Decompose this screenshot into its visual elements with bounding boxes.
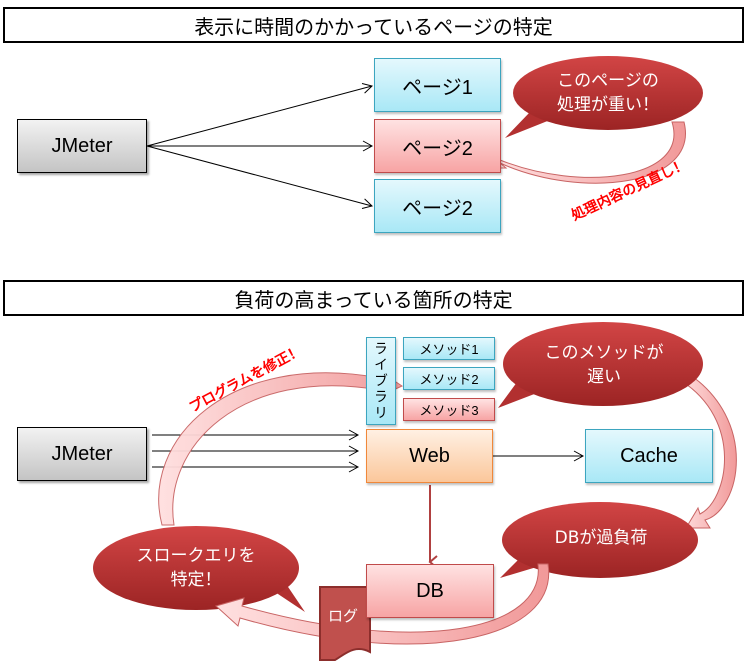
method-slow-callout-bubble <box>498 322 703 408</box>
db-to-slowquery-curved-arrow <box>214 563 550 645</box>
db-box: DB <box>366 564 494 618</box>
log-label: ログ <box>328 607 359 625</box>
web-box: Web <box>366 429 493 483</box>
page3-box: ページ2 <box>374 179 501 233</box>
db-overload-line1: DBが過負荷 <box>554 528 648 548</box>
section2-title: 負荷の高まっている箇所の特定 <box>3 280 744 316</box>
section1-title: 表示に時間のかかっているページの特定 <box>3 7 744 43</box>
jmeter-box-section2: JMeter <box>17 427 147 481</box>
arrow-to-page3 <box>146 145 373 209</box>
program-fix-curved-arrow <box>158 368 404 526</box>
method-slow-line1: このメソッドが <box>544 343 664 363</box>
section1-request-arrows <box>146 83 374 209</box>
slow-query-callout-text: スロークエリを 特定！ <box>96 544 296 592</box>
section1-callout-line2: 処理が重い！ <box>557 95 659 115</box>
slow-query-line2: 特定！ <box>170 570 222 590</box>
method-slow-line2: 遅い <box>587 367 621 387</box>
jmeter-box-section1: JMeter <box>17 119 147 173</box>
section1-callout-line1: このページの <box>557 71 659 91</box>
method2-box: メソッド2 <box>403 367 495 390</box>
page1-box: ページ1 <box>374 58 501 112</box>
log-document-icon <box>319 586 371 661</box>
method-slow-callout-text: このメソッドが 遅い <box>506 341 702 389</box>
library-box: ライブラリ <box>366 337 396 425</box>
section1-callout-bubble <box>505 56 703 138</box>
db-overload-callout-text: DBが過負荷 <box>504 526 698 550</box>
db-overload-callout-bubble <box>500 502 698 578</box>
section1-callout-text: このページの 処理が重い！ <box>520 69 696 117</box>
slow-query-line1: スロークエリを <box>136 546 256 566</box>
method1-box: メソッド1 <box>403 337 495 360</box>
slow-query-callout-bubble <box>93 526 305 612</box>
cache-box: Cache <box>585 429 713 483</box>
arrow-to-page1 <box>146 83 373 147</box>
page2-slow-box: ページ2 <box>374 119 501 173</box>
method3-slow-box: メソッド3 <box>403 398 495 421</box>
